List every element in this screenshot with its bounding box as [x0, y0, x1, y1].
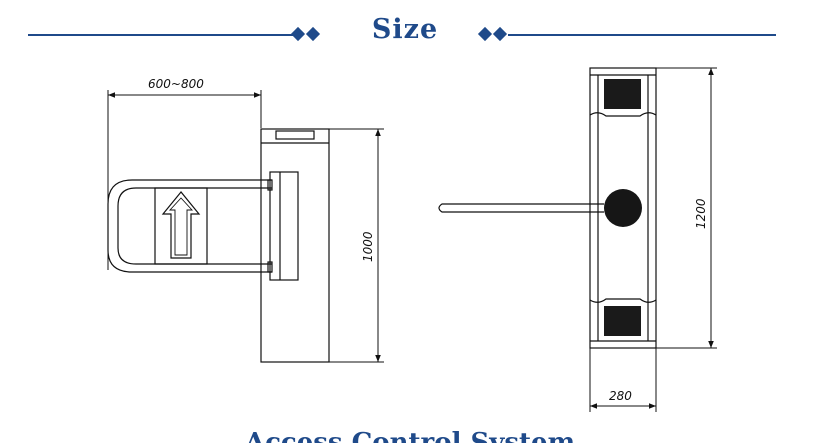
- header-rule-left: [28, 34, 293, 36]
- up-arrow-icon: [161, 191, 201, 259]
- dimension-label-swing-width: 600~800: [148, 77, 204, 91]
- barrier-lid: [275, 130, 315, 140]
- gate-panel: [154, 187, 208, 265]
- next-section-title: Access Control System: [244, 428, 576, 443]
- dimension-tripod-height: [656, 67, 717, 349]
- header-rule-right: [508, 34, 776, 36]
- dimension-label-height: 1000: [361, 231, 375, 262]
- swing-barrier-drawing: [107, 128, 330, 363]
- dimension-tripod-width: [589, 348, 657, 412]
- tripod-turnstile-drawing: [438, 67, 657, 349]
- dimension-swing-width: [107, 90, 262, 270]
- dimension-height: [329, 128, 384, 363]
- bottom-indicator-screen: [604, 306, 641, 336]
- barrier-motor-housing: [269, 171, 299, 281]
- dimension-label-tripod-height: 1200: [694, 198, 708, 229]
- rotor-hub: [604, 189, 642, 227]
- top-indicator-screen: [604, 79, 641, 109]
- barrier-cabinet: [260, 128, 330, 363]
- dimension-label-tripod-width: 280: [609, 389, 632, 403]
- tripod-arm: [438, 203, 604, 213]
- tripod-cabinet: [589, 67, 657, 349]
- section-header: Size: [0, 0, 823, 70]
- section-title: Size: [371, 14, 439, 45]
